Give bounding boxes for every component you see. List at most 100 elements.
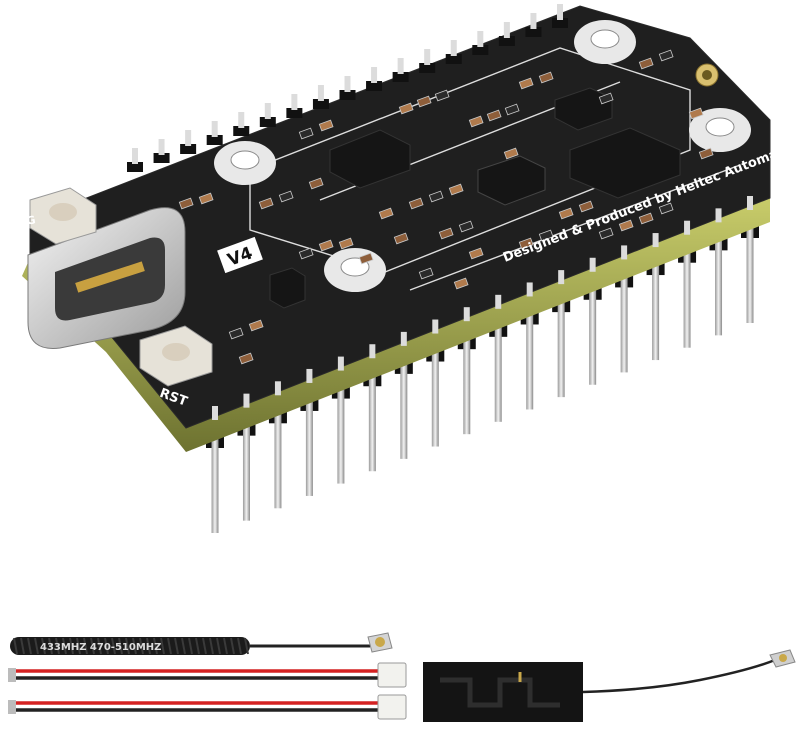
smd-part bbox=[228, 327, 244, 340]
smd-part bbox=[598, 92, 614, 105]
header-pin bbox=[526, 314, 534, 410]
header-block bbox=[472, 45, 489, 55]
smd-part bbox=[248, 319, 264, 332]
coil-ridge bbox=[139, 637, 144, 655]
header-block bbox=[525, 27, 542, 37]
pin-stub bbox=[306, 368, 313, 383]
coil-ridge bbox=[41, 637, 46, 655]
coil-ridge bbox=[237, 637, 242, 655]
smd-part bbox=[408, 197, 424, 210]
pin-stub bbox=[211, 121, 218, 137]
smd-part bbox=[538, 229, 554, 242]
pin-stub bbox=[243, 393, 250, 408]
header-block bbox=[153, 153, 170, 163]
mounting-hole bbox=[324, 248, 386, 292]
prg-button bbox=[29, 187, 97, 245]
header-pin bbox=[494, 326, 502, 422]
pin-stub bbox=[291, 94, 298, 110]
smd-part bbox=[518, 77, 534, 90]
back-pin-header bbox=[127, 4, 568, 172]
coil-ridge bbox=[34, 637, 39, 655]
coil-ridge bbox=[160, 637, 165, 655]
pin-stub bbox=[450, 40, 457, 56]
smd-part bbox=[598, 227, 614, 240]
coil-ridge bbox=[83, 637, 88, 655]
coil-ridge bbox=[104, 637, 109, 655]
smd-part bbox=[658, 202, 674, 215]
version-label-box bbox=[217, 236, 263, 274]
header-pin bbox=[683, 252, 691, 348]
coil-ridge bbox=[125, 637, 130, 655]
smd-part bbox=[458, 220, 474, 233]
header-block bbox=[259, 117, 276, 127]
smd-part bbox=[318, 239, 334, 252]
battery-cable-2 bbox=[8, 694, 407, 720]
smd-part bbox=[698, 147, 714, 160]
smd-part bbox=[453, 277, 469, 290]
coil-ridge bbox=[230, 637, 235, 655]
pin-stub bbox=[589, 257, 596, 272]
smd-part bbox=[378, 207, 394, 220]
coil-ridge bbox=[111, 637, 116, 655]
smd-part bbox=[434, 89, 450, 102]
smd-part bbox=[658, 49, 674, 62]
main-chip bbox=[569, 127, 681, 199]
smd-part bbox=[238, 352, 254, 365]
pin-stub bbox=[274, 381, 281, 396]
coil-ridge bbox=[223, 637, 228, 655]
pin-stub bbox=[558, 270, 565, 285]
pin-stub bbox=[432, 319, 439, 334]
smd-part bbox=[638, 57, 654, 70]
smd-part bbox=[486, 109, 502, 122]
smd-part bbox=[393, 232, 409, 245]
pin-stub bbox=[477, 31, 484, 47]
rst-button bbox=[139, 325, 213, 387]
mounting-hole bbox=[689, 108, 751, 152]
header-block bbox=[312, 99, 329, 109]
header-block bbox=[419, 63, 436, 73]
pin-stub bbox=[495, 294, 502, 309]
header-pin bbox=[242, 425, 250, 521]
smd-part bbox=[468, 115, 484, 128]
spring-antenna-text: 433MHZ 470-510MHZ bbox=[40, 642, 161, 653]
dev-board: V4 PRG RST Designed & Produced by Heltec… bbox=[9, 4, 800, 533]
coil-ridge bbox=[181, 637, 186, 655]
battery-cable-1 bbox=[8, 662, 407, 688]
smd-part bbox=[358, 252, 374, 265]
flat-pcb-antenna bbox=[423, 649, 796, 722]
jst-connector bbox=[377, 694, 407, 720]
smd-part bbox=[308, 177, 324, 190]
smd-part bbox=[298, 127, 314, 140]
pin-stub bbox=[530, 13, 537, 29]
coil-ridge bbox=[69, 637, 74, 655]
pin-stub bbox=[526, 282, 533, 297]
small-chip bbox=[554, 87, 613, 131]
coil-ridge bbox=[188, 637, 193, 655]
pin-stub bbox=[621, 245, 628, 260]
smd-part bbox=[278, 190, 294, 203]
soic-chip bbox=[477, 155, 546, 206]
header-pin bbox=[715, 240, 723, 336]
pin-stub bbox=[158, 139, 165, 155]
pin-stub bbox=[715, 208, 722, 223]
header-pin bbox=[463, 339, 471, 435]
coil-ridge bbox=[118, 637, 123, 655]
smd-components bbox=[163, 49, 714, 365]
usb-c-port bbox=[27, 207, 186, 349]
accessories: 433MHZ 470-510MHZ bbox=[8, 632, 796, 722]
coil-ridge bbox=[153, 637, 158, 655]
header-pin bbox=[589, 289, 597, 385]
pin-stub bbox=[132, 148, 138, 164]
header-block bbox=[366, 81, 383, 91]
smd-part bbox=[338, 237, 354, 250]
coil-ridge bbox=[13, 637, 18, 655]
smd-part bbox=[298, 247, 314, 260]
smd-part bbox=[398, 102, 414, 115]
smd-part bbox=[504, 103, 520, 116]
pin-stub bbox=[503, 22, 510, 38]
coil-ridge bbox=[20, 637, 25, 655]
chips bbox=[269, 87, 681, 309]
header-block bbox=[552, 18, 568, 28]
